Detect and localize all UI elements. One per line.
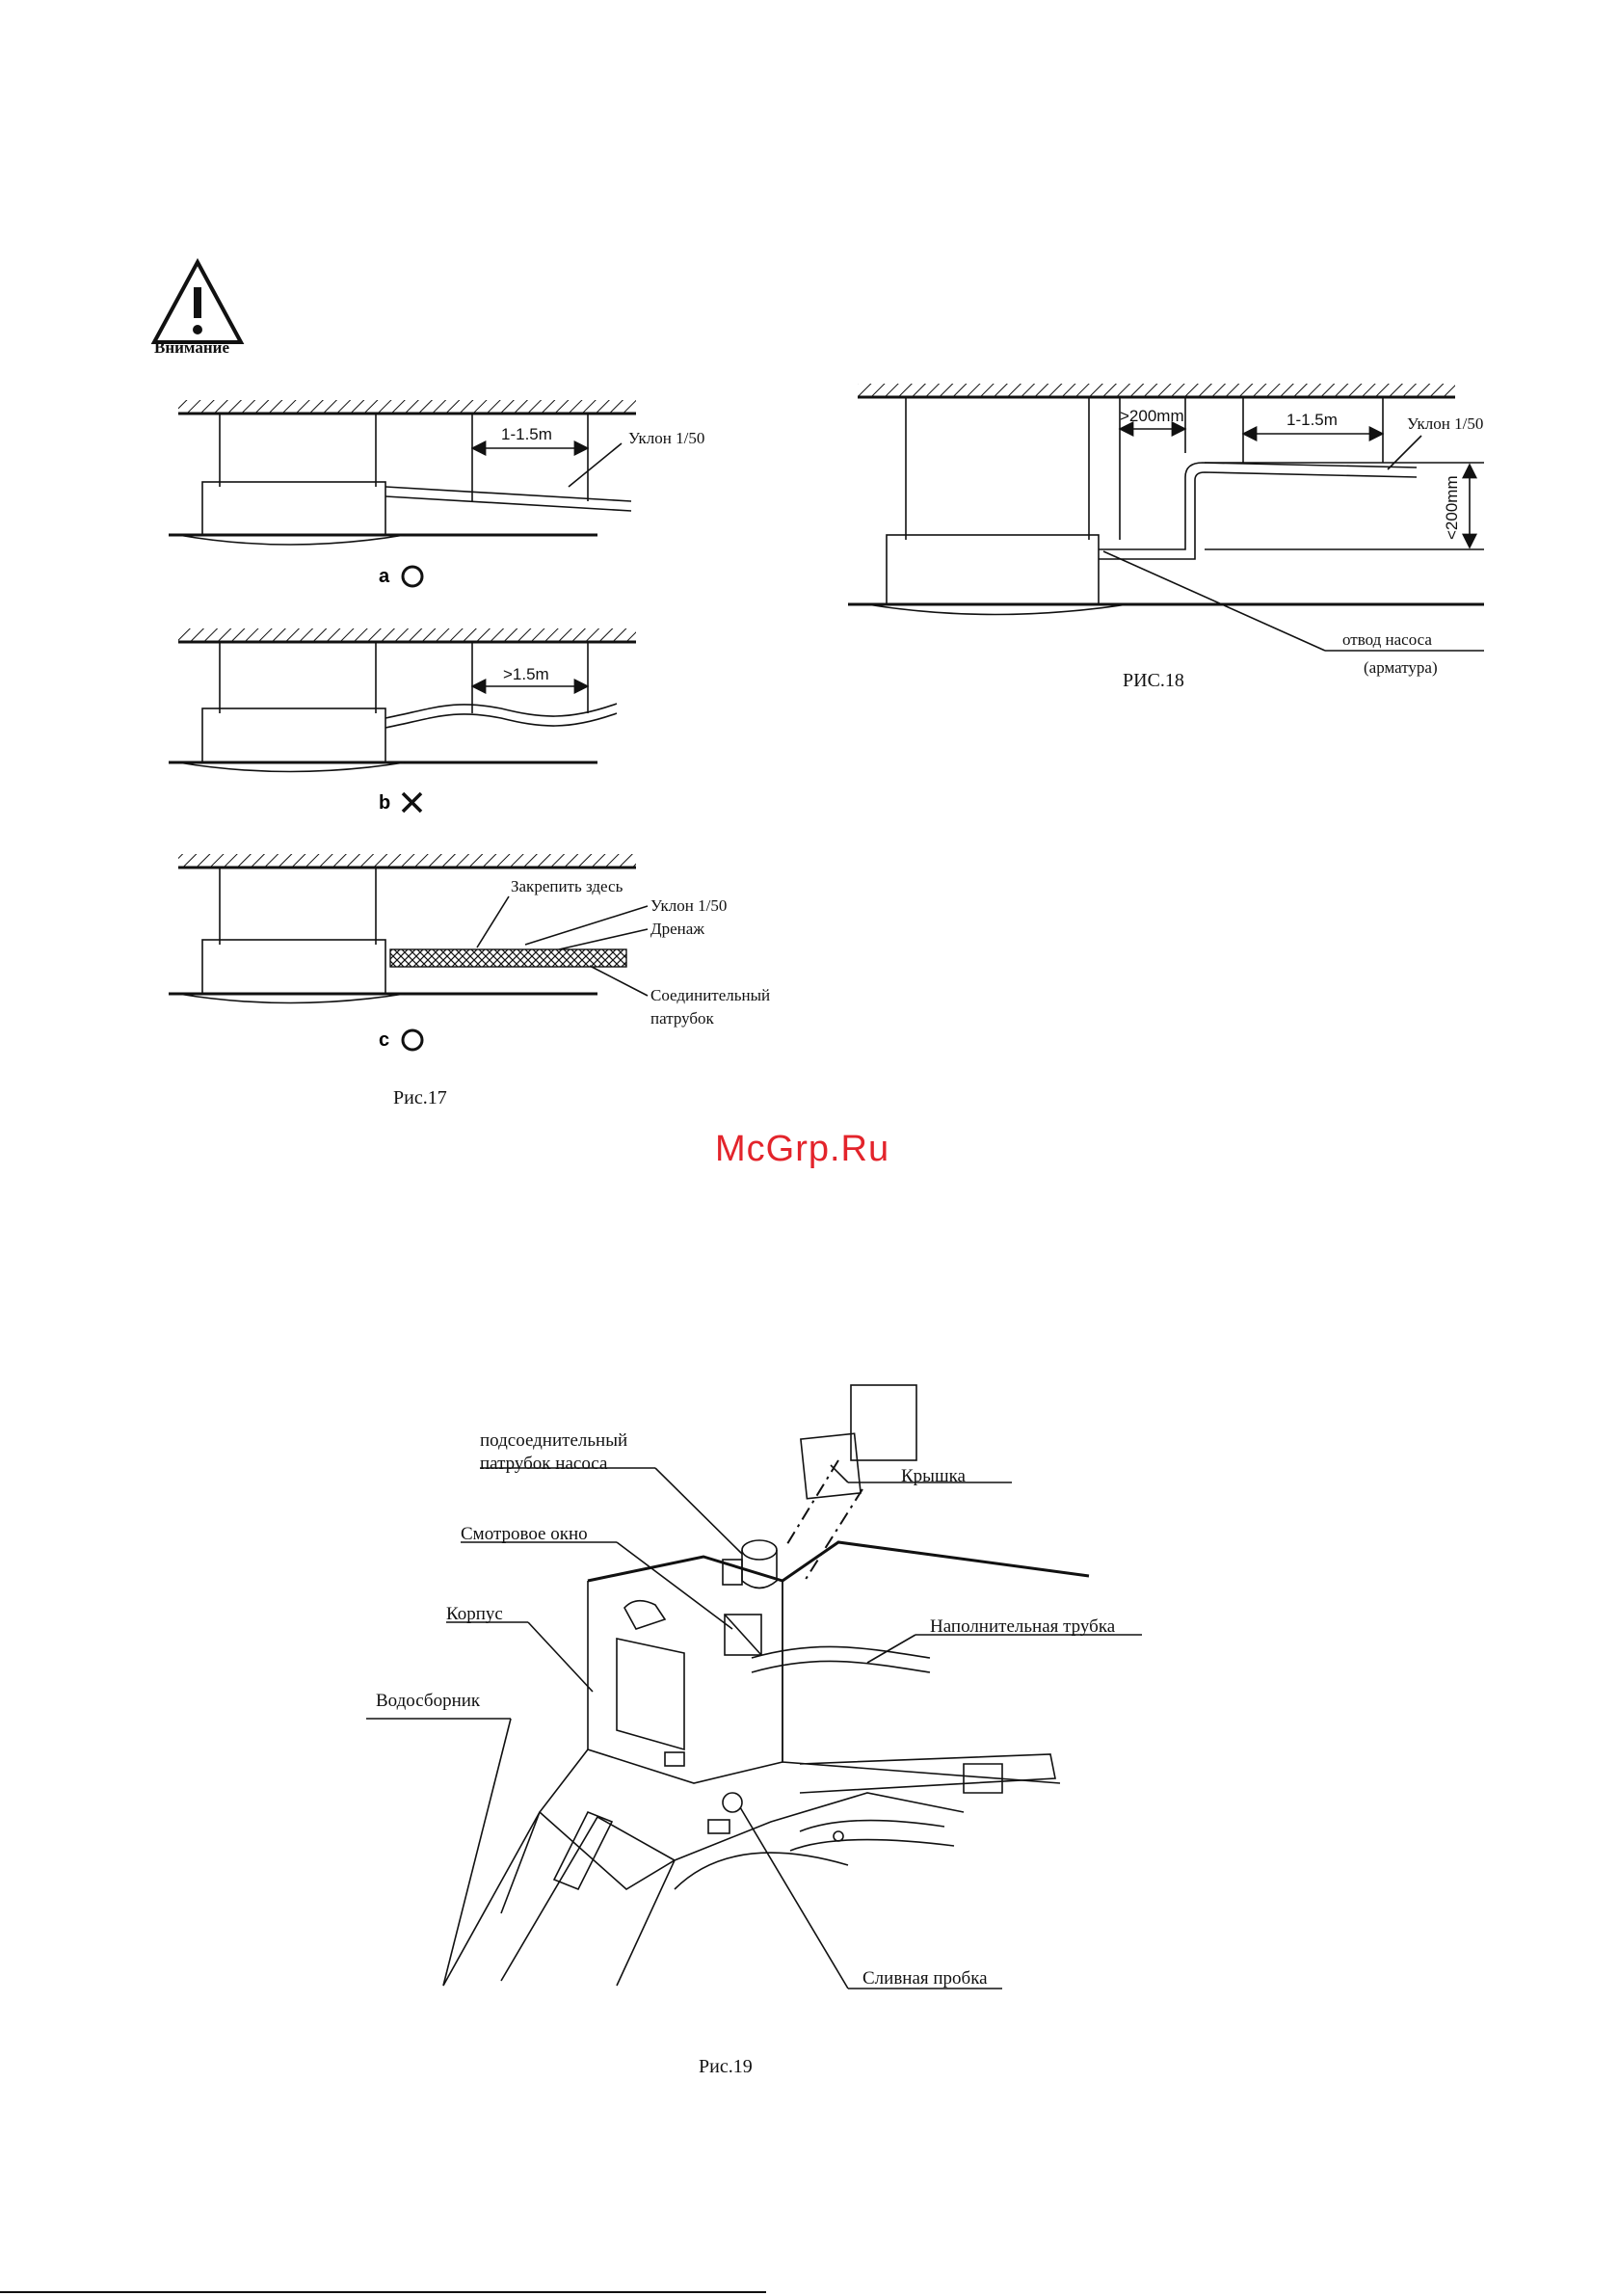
fig18-diagram: >200mm 1-1.5m Уклон 1/50 <200mm отвод на… xyxy=(848,384,1484,677)
circle-ok-icon xyxy=(403,567,422,586)
fig17c-drain: Дренаж xyxy=(650,920,704,938)
fig17-panel-c: Закрепить здесь Уклон 1/50 Дренаж Соедин… xyxy=(169,854,770,1051)
cross-wrong-icon xyxy=(403,793,421,812)
fig17c-slope-label: Уклон 1/50 xyxy=(650,896,727,915)
fig19-caption: Рис.19 xyxy=(699,2056,753,2077)
warning-triangle-icon xyxy=(154,262,241,342)
fig17c-fix-here: Закрепить здесь xyxy=(511,877,623,895)
fig17-caption: Рис.17 xyxy=(393,1087,447,1108)
fig17a-mark-letter: a xyxy=(379,566,390,587)
fig19-fill-tube: Наполнительная трубка xyxy=(930,1616,1116,1637)
fig19-sight-window: Смотровое окно xyxy=(461,1524,588,1544)
fig18-dim-horizontal: >200mm xyxy=(1120,407,1184,425)
fig17c-connector-line2: патрубок xyxy=(650,1009,715,1028)
fig18-dim-length: 1-1.5m xyxy=(1286,411,1338,429)
fig17b-dimension: >1.5m xyxy=(503,665,549,683)
fig19-diagram xyxy=(366,1385,1142,1989)
fig19-drain-plug: Сливная пробка xyxy=(862,1968,988,1989)
fig17b-mark-letter: b xyxy=(379,792,390,814)
fig17-panel-b: >1.5m b xyxy=(169,628,636,814)
watermark: McGrp.Ru xyxy=(715,1129,889,1169)
fig19-cover: Крышка xyxy=(901,1466,967,1486)
fig17-panel-a: 1-1.5m Уклон 1/50 a xyxy=(169,400,704,587)
fig19-water-collector: Водосборник xyxy=(376,1691,481,1711)
fig19-housing: Корпус xyxy=(446,1604,503,1624)
fig17a-slope-label: Уклон 1/50 xyxy=(628,429,704,447)
fig17c-mark-letter: c xyxy=(379,1029,389,1051)
warning-label: Внимание xyxy=(154,338,229,357)
fig19-pump-connector-line2: патрубок насоса xyxy=(480,1454,608,1474)
fig19-pump-connector-line1: подсоеднительный xyxy=(480,1430,627,1451)
fig18-dim-vertical: <200mm xyxy=(1443,475,1461,540)
circle-ok-icon xyxy=(403,1030,422,1050)
fig18-caption: РИС.18 xyxy=(1123,670,1184,691)
fig17c-connector-line1: Соединительный xyxy=(650,986,770,1004)
fig17a-dimension: 1-1.5m xyxy=(501,425,552,443)
fig18-pump-outlet: отвод насоса xyxy=(1342,630,1432,649)
fig18-slope-label: Уклон 1/50 xyxy=(1407,414,1483,433)
fig18-pump-outlet-sub: (арматура) xyxy=(1364,658,1438,677)
